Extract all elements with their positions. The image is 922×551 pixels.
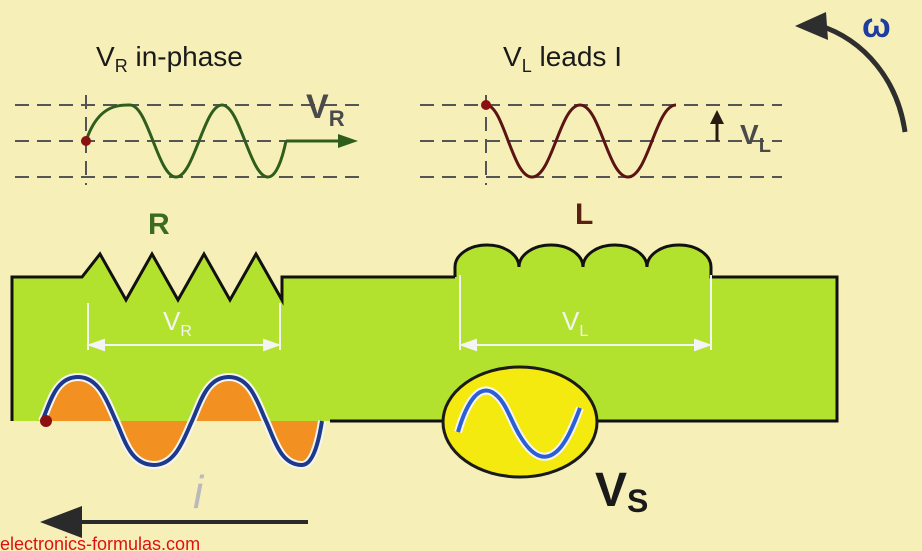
title-vl-leads-i: VL leads I	[503, 41, 622, 76]
vr-span-arrow-right	[263, 338, 281, 352]
current-lobe-4	[266, 421, 320, 462]
label-vl-waveform: VL	[740, 119, 771, 157]
current-origin-dot	[40, 415, 52, 427]
title-vr-in-phase: VR in-phase	[96, 41, 243, 76]
label-vl-span: VL	[562, 306, 588, 340]
current-arrowhead	[40, 506, 82, 538]
vl-span-arrow-right	[694, 338, 712, 352]
inductor-wire	[453, 243, 839, 423]
vl-waveform	[485, 103, 677, 179]
resistor-wire	[10, 250, 455, 421]
omega-symbol: ω	[862, 7, 891, 45]
vl-span-arrow-left	[459, 338, 477, 352]
label-resistor: R	[148, 208, 170, 241]
current-waveform	[40, 374, 324, 468]
rotation-arc	[817, 22, 908, 133]
vr-origin-dot	[81, 136, 91, 146]
vr-waveform	[84, 103, 288, 179]
watermark: electronics-formulas.com	[0, 534, 200, 551]
circuit-wires	[10, 243, 839, 423]
vl-phasor-arrowhead	[710, 110, 724, 124]
vr-phasor-arrowhead	[338, 134, 358, 148]
ac-source-wave	[456, 388, 582, 459]
label-vr-waveform: VR	[306, 88, 345, 131]
vl-span	[459, 275, 712, 352]
circuit-fill	[12, 245, 837, 421]
vr-span	[87, 303, 281, 352]
label-inductor: L	[575, 198, 593, 231]
vl-origin-dot	[481, 100, 491, 110]
label-current: i	[193, 466, 205, 518]
vr-span-arrow-left	[87, 338, 105, 352]
label-vr-span: VR	[163, 306, 192, 340]
rotation-arrowhead	[795, 12, 828, 40]
label-source-voltage: VS	[595, 464, 648, 519]
